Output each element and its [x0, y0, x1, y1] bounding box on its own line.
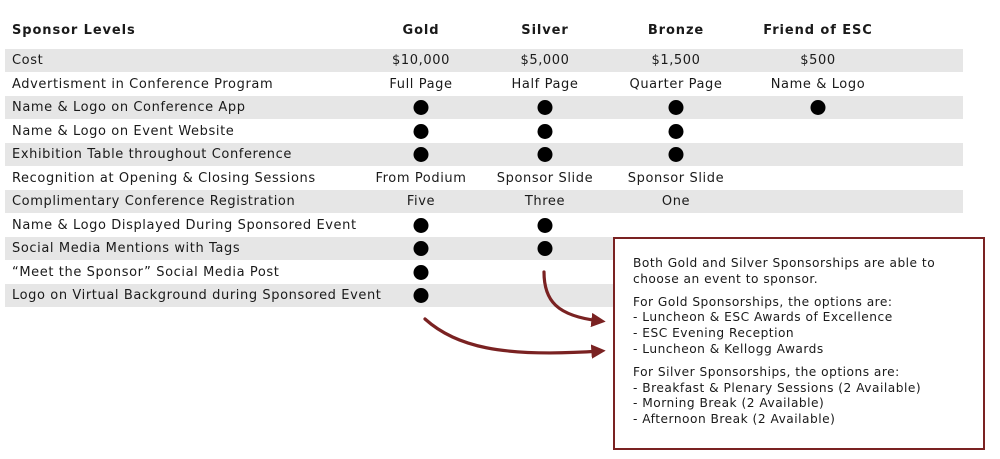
cell-friend: $500	[800, 53, 836, 68]
table-row: Advertisment in Conference Program Full P…	[5, 73, 963, 96]
row-label: Complimentary Conference Registration	[12, 194, 296, 209]
row-label: Recognition at Opening & Closing Session…	[12, 170, 316, 186]
filled-circle-icon	[537, 123, 553, 139]
curved-arrow-icon	[542, 270, 606, 328]
filled-circle-icon	[537, 217, 553, 233]
header-bronze: Bronze	[647, 23, 705, 38]
filled-circle-icon	[413, 264, 429, 280]
row-label: Name & Logo on Event Website	[12, 123, 235, 139]
row-label: Name & Logo on Conference App	[12, 100, 246, 115]
callout-option: - Morning Break (2 Available)	[633, 396, 825, 411]
callout-intro-line: choose an event to sponsor.	[633, 271, 819, 286]
row-label: Cost	[12, 53, 44, 68]
table-row: Name & Logo Displayed During Sponsored E…	[5, 214, 963, 237]
cell-bronze: $1,500	[651, 53, 701, 68]
callout-silver-heading: For Silver Sponsorships, the options are…	[633, 364, 900, 379]
filled-circle-icon	[537, 100, 553, 115]
cell-gold: From Podium	[375, 170, 467, 186]
cell-bronze: Sponsor Slide	[627, 170, 725, 186]
callout-option: - Breakfast & Plenary Sessions (2 Availa…	[633, 380, 922, 395]
cell-silver: Half Page	[511, 76, 579, 92]
callout-intro-line: Both Gold and Silver Sponsorships are ab…	[633, 256, 936, 270]
filled-circle-icon	[668, 100, 684, 115]
header-friend-of-esc: Friend of ESC	[763, 23, 873, 38]
header-silver: Silver	[521, 23, 569, 38]
filled-circle-icon	[668, 123, 684, 139]
header-gold: Gold	[402, 23, 440, 38]
table-header: Sponsor Levels Gold Silver Bronze Friend…	[5, 19, 963, 42]
cell-silver: Sponsor Slide	[496, 170, 594, 186]
table-row: Exhibition Table throughout Conference	[5, 143, 963, 166]
table-row: Name & Logo on Conference App	[5, 96, 963, 119]
cell-bronze: Quarter Page	[629, 76, 723, 92]
cell-silver: Three	[524, 194, 566, 209]
callout-silver-options: For Silver Sponsorships, the options are…	[633, 365, 983, 428]
cell-friend: Name & Logo	[770, 76, 866, 92]
cell-gold: Full Page	[389, 76, 453, 92]
row-label: Social Media Mentions with Tags	[12, 241, 241, 256]
row-label: Logo on Virtual Background during Sponso…	[12, 288, 382, 303]
filled-circle-icon	[668, 147, 684, 162]
filled-circle-icon	[413, 288, 429, 303]
filled-circle-icon	[413, 147, 429, 162]
filled-circle-icon	[413, 100, 429, 115]
callout-gold-heading: For Gold Sponsorships, the options are:	[633, 294, 893, 309]
callout-option: - Luncheon & ESC Awards of Excellence	[633, 310, 893, 325]
filled-circle-icon	[413, 123, 429, 139]
cell-gold: Five	[406, 194, 436, 209]
callout-gold-options: For Gold Sponsorships, the options are: …	[633, 295, 983, 358]
filled-circle-icon	[810, 100, 826, 115]
cell-bronze: One	[661, 194, 691, 209]
cell-gold: $10,000	[392, 53, 450, 68]
callout-option: - Luncheon & Kellogg Awards	[633, 341, 824, 356]
table-row: Recognition at Opening & Closing Session…	[5, 167, 963, 190]
filled-circle-icon	[413, 241, 429, 256]
row-label: Name & Logo Displayed During Sponsored E…	[12, 217, 357, 233]
header-sponsor-levels: Sponsor Levels	[12, 23, 136, 38]
filled-circle-icon	[413, 217, 429, 233]
row-label: Advertisment in Conference Program	[12, 76, 274, 92]
cell-silver: $5,000	[520, 53, 570, 68]
filled-circle-icon	[537, 241, 553, 256]
row-label: “Meet the Sponsor” Social Media Post	[12, 264, 280, 280]
callout-option: - ESC Evening Reception	[633, 326, 795, 341]
table-row: Complimentary Conference Registration Fiv…	[5, 190, 963, 213]
sponsored-event-callout: Both Gold and Silver Sponsorships are ab…	[613, 237, 985, 450]
curved-arrow-icon	[423, 317, 606, 359]
callout-option: - Afternoon Break (2 Available)	[633, 412, 836, 427]
table-row: Name & Logo on Event Website	[5, 120, 963, 143]
filled-circle-icon	[537, 147, 553, 162]
callout-intro: Both Gold and Silver Sponsorships are ab…	[633, 256, 983, 288]
row-label: Exhibition Table throughout Conference	[12, 147, 292, 162]
table-row: Cost $10,000 $5,000 $1,500 $500	[5, 49, 963, 72]
table-row: “Meet the Sponsor” Social Media Post	[5, 261, 963, 284]
